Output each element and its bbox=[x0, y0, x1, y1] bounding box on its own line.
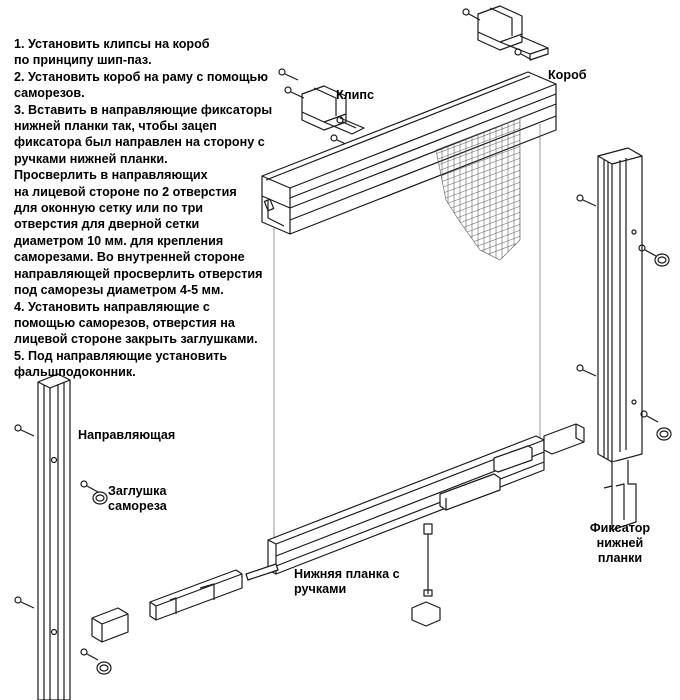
guide-rail-left bbox=[37, 373, 71, 700]
guide-rail-right bbox=[597, 147, 643, 463]
assembly-instructions: 1. Установить клипсы на короб по принцип… bbox=[14, 36, 306, 381]
instruction-line: Просверлить в направляющих bbox=[14, 168, 208, 183]
label-guide-rail: Направляющая bbox=[78, 428, 176, 442]
instruction-line: на лицевой стороне по 2 отверстия bbox=[14, 184, 237, 199]
right-latch bbox=[543, 423, 585, 455]
screws-left-rail bbox=[14, 424, 99, 661]
mesh-line bbox=[436, 149, 520, 187]
bottom-bar-handle-2 bbox=[493, 445, 533, 473]
screws-left-clip bbox=[278, 68, 357, 147]
screw-caps-left bbox=[92, 491, 112, 675]
left-fixator-piece bbox=[91, 607, 129, 643]
mesh-line bbox=[436, 119, 520, 157]
screw-top-clip bbox=[462, 8, 533, 61]
instruction-line: по принципу шип-паз. bbox=[14, 53, 152, 68]
mesh-line bbox=[436, 137, 520, 175]
instruction-line: для оконную сетку или по три bbox=[14, 201, 204, 216]
clip-left bbox=[301, 85, 365, 135]
instruction-line: нижней планки так, чтобы зацеп bbox=[14, 119, 217, 134]
instruction-line: фиксатора был направлен на сторону с bbox=[14, 135, 265, 150]
cassette-box bbox=[261, 71, 557, 235]
mesh-line bbox=[436, 143, 520, 181]
mesh-line bbox=[436, 167, 520, 205]
label-bottom-bar-fixator: Фиксатор нижней планки bbox=[589, 521, 651, 565]
screws-right-rail bbox=[576, 194, 659, 423]
left-bar-segment bbox=[149, 569, 243, 621]
instruction-line: саморезов. bbox=[14, 86, 85, 101]
instruction-line: ручками нижней планки. bbox=[14, 151, 168, 166]
clip-top bbox=[477, 5, 549, 61]
pull-cord bbox=[411, 523, 441, 627]
label-clip: Клипс bbox=[336, 88, 375, 102]
bottom-bar-tip bbox=[245, 563, 279, 581]
mesh-line bbox=[436, 125, 520, 163]
instruction-line: лицевой стороне закрыть заглушками. bbox=[14, 332, 258, 347]
bottom-bar-handle-1 bbox=[439, 473, 501, 511]
instruction-line: 4. Установить направляющие с bbox=[14, 299, 210, 314]
label-screw-cap: Заглушка самореза bbox=[108, 484, 167, 513]
instruction-line: 1. Установить клипсы на короб bbox=[14, 37, 210, 51]
instruction-line: помощью саморезов, отверстия на bbox=[14, 315, 235, 330]
mesh-line bbox=[436, 161, 520, 199]
label-cassette-box: Короб bbox=[548, 68, 587, 82]
latch-fixator bbox=[603, 460, 637, 531]
instruction-line: отверстия для дверной сетки bbox=[14, 217, 200, 232]
instruction-line: саморезами. Во внутренней стороне bbox=[14, 250, 245, 265]
screw-caps-right bbox=[654, 253, 672, 441]
instruction-line: 3. Вставить в направляющие фиксаторы bbox=[14, 102, 273, 117]
mesh-line bbox=[436, 155, 520, 193]
mesh-line bbox=[436, 131, 520, 169]
label-bottom-bar: Нижняя планка с ручками bbox=[294, 567, 400, 596]
instruction-line: диаметром 10 мм. для крепления bbox=[14, 233, 224, 248]
instruction-line: фальшподоконник. bbox=[14, 365, 136, 380]
instruction-line: 2. Установить короб на раму с помощью bbox=[14, 69, 268, 84]
instruction-line: направляющей просверлить отверстия bbox=[14, 266, 263, 281]
instruction-line: 5. Под направляющие установить bbox=[14, 348, 228, 363]
instruction-line: под саморезы диаметром 4-5 мм. bbox=[14, 283, 224, 298]
